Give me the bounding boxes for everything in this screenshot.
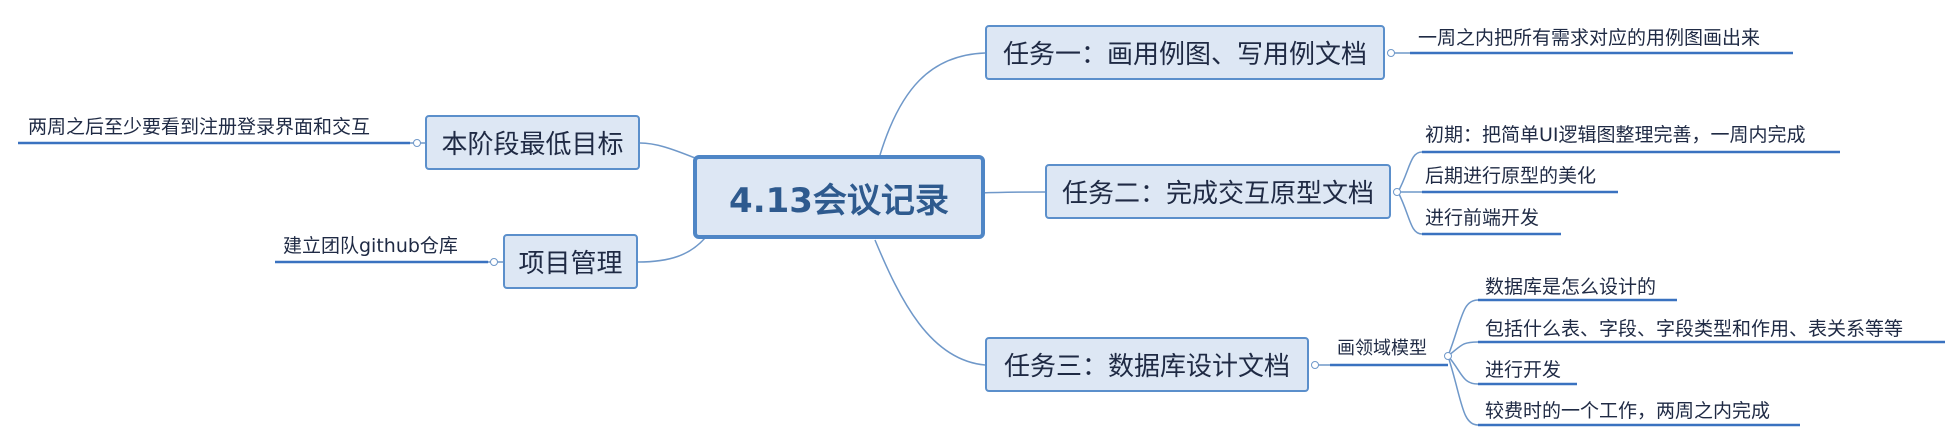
collapse-toggle-task3[interactable] <box>1311 361 1319 369</box>
topic-task1[interactable]: 任务一：画用例图、写用例文档 <box>985 25 1385 80</box>
leaf-pm-1[interactable]: 建立团队github仓库 <box>283 235 458 257</box>
collapse-toggle-goal[interactable] <box>413 139 421 147</box>
topic-goal[interactable]: 本阶段最低目标 <box>425 115 640 170</box>
subtopic-domain-model[interactable]: 画领域模型 <box>1337 338 1427 359</box>
link-central-task2 <box>979 191 1046 194</box>
topic-task3[interactable]: 任务三：数据库设计文档 <box>985 337 1309 392</box>
link-task2-leaf3 <box>1397 191 1423 235</box>
topic-project-management-label: 项目管理 <box>518 249 623 279</box>
link-sub-leaf1 <box>1447 299 1479 357</box>
leaf-task2-2[interactable]: 后期进行原型的美化 <box>1425 165 1597 187</box>
leaf-task3-1[interactable]: 数据库是怎么设计的 <box>1485 276 1657 298</box>
leaf-task3-4[interactable]: 较费时的一个工作，两周之内完成 <box>1485 400 1771 422</box>
collapse-toggle-sub[interactable] <box>1444 352 1452 360</box>
topic-project-management[interactable]: 项目管理 <box>503 234 638 289</box>
collapse-toggle-task1[interactable] <box>1387 49 1395 57</box>
topic-goal-label: 本阶段最低目标 <box>441 130 624 160</box>
topic-task1-label: 任务一：画用例图、写用例文档 <box>1002 40 1367 70</box>
link-task2-leaf1 <box>1397 151 1423 193</box>
collapse-toggle-pm[interactable] <box>490 258 498 266</box>
central-topic-label: 4.13会议记录 <box>729 180 949 221</box>
leaf-task2-1[interactable]: 初期：把简单UI逻辑图整理完善，一周内完成 <box>1425 124 1806 146</box>
collapse-toggle-task2[interactable] <box>1393 188 1401 196</box>
leaf-goal-1[interactable]: 两周之后至少要看到注册登录界面和交互 <box>28 116 371 138</box>
link-central-goal <box>639 142 696 159</box>
topic-task2-label: 任务二：完成交互原型文档 <box>1061 179 1374 209</box>
link-central-pm <box>637 237 706 263</box>
leaf-task3-2[interactable]: 包括什么表、字段、字段类型和作用、表关系等等 <box>1485 318 1904 340</box>
leaf-task3-3[interactable]: 进行开发 <box>1485 359 1562 381</box>
topic-task3-label: 任务三：数据库设计文档 <box>1003 352 1290 382</box>
link-central-task3 <box>874 239 986 366</box>
link-sub-leaf4 <box>1447 355 1479 426</box>
link-central-task1 <box>879 52 986 156</box>
link-sub-leaf3 <box>1447 355 1479 385</box>
leaf-task2-3[interactable]: 进行前端开发 <box>1425 207 1540 229</box>
central-topic[interactable]: 4.13会议记录 <box>693 155 985 239</box>
leaf-task1-1[interactable]: 一周之内把所有需求对应的用例图画出来 <box>1418 27 1761 49</box>
topic-task2[interactable]: 任务二：完成交互原型文档 <box>1045 164 1391 219</box>
